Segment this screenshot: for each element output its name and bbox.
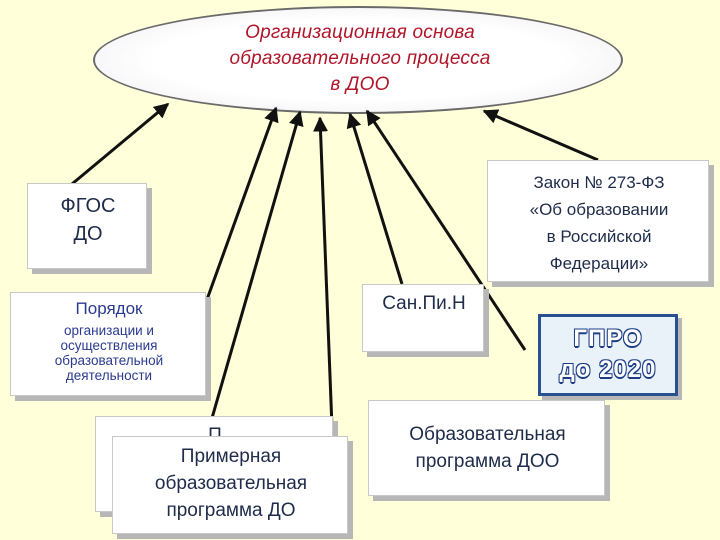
law-line4: Федерации» xyxy=(549,254,649,273)
poryadok-heading: Порядок xyxy=(75,299,143,318)
primer-line2: образовательная xyxy=(154,473,308,494)
center-title-line3: в ДОО xyxy=(330,74,390,95)
gpro-box: ГПРО до 2020 xyxy=(538,314,678,396)
fgos-box: ФГОС ДО xyxy=(27,183,147,269)
law-line1: Закон № 273-ФЗ xyxy=(533,173,665,192)
dou-program-box: Образовательная программа ДОО xyxy=(368,400,605,496)
poryadok-line1: организации и xyxy=(64,323,154,338)
dou-program-line2: программа ДОО xyxy=(415,451,560,472)
fgos-line1: ФГОС xyxy=(60,195,116,217)
dou-program-line1: Образовательная xyxy=(409,424,566,445)
center-title: Организационная основа образовательного … xyxy=(150,20,570,98)
law-line3: в Российской xyxy=(546,227,652,246)
arrow-gpro xyxy=(365,109,527,351)
arrow-primer xyxy=(206,110,304,433)
arrow-poryadok xyxy=(194,106,279,331)
poryadok-line3: образовательной xyxy=(54,353,164,368)
poryadok-line2: осуществления xyxy=(60,338,158,353)
arrow-sanpin xyxy=(346,112,404,285)
sanpin-box: Сан.Пи.Н xyxy=(362,284,484,352)
law-line2: «Об образовании xyxy=(529,200,669,219)
center-title-line2: образовательного процесса xyxy=(229,48,491,69)
poryadok-line4: деятельности xyxy=(65,368,153,383)
primer-line1: Примерная xyxy=(180,446,282,467)
primer-line3: программа ДО xyxy=(166,500,296,521)
arrow-law xyxy=(482,109,599,162)
gpro-line2: до 2020 xyxy=(559,356,657,383)
poryadok-box: Порядок организации и осуществления обра… xyxy=(10,292,206,396)
primer-box: Примерная образовательная программа ДО xyxy=(112,436,348,534)
center-title-line1: Организационная основа xyxy=(245,22,475,43)
fgos-line2: ДО xyxy=(73,223,103,245)
arrow-fgos xyxy=(71,102,170,186)
gpro-line1: ГПРО xyxy=(573,325,643,352)
law-box: Закон № 273-ФЗ «Об образовании в Российс… xyxy=(487,160,709,282)
sanpin-label: Сан.Пи.Н xyxy=(382,293,466,314)
center-ellipse xyxy=(93,6,623,114)
